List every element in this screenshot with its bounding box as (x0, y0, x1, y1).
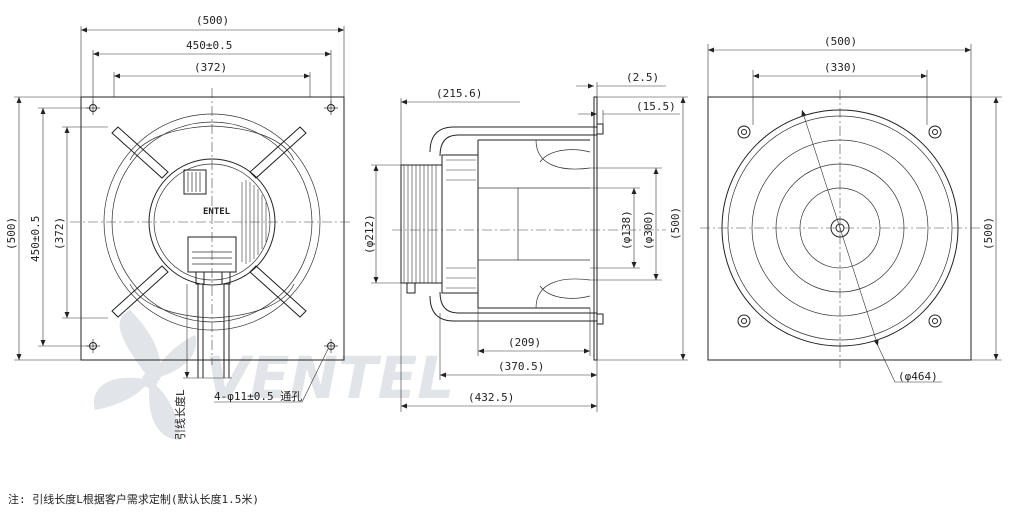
side-arm-bottom (429, 295, 597, 322)
side-right-dims: (φ138) (φ300) (500) (590, 96, 688, 361)
front-top-dims: (500) 450±0.5 (372) (80, 14, 345, 104)
dim-front-left-holes: 450±0.5 (29, 216, 42, 262)
side-bolts (596, 123, 604, 325)
front-cable-leads (195, 271, 231, 378)
side-hub (477, 187, 519, 261)
dim-front-left-outer: (500) (5, 217, 18, 250)
dim-front-top-holes: 450±0.5 (186, 39, 232, 52)
rear-right-dims: (500) (971, 96, 1002, 361)
side-flange (593, 96, 598, 361)
dim-side-height: (500) (669, 207, 682, 240)
dim-rear-top-inner: (330) (824, 61, 857, 74)
side-view: (215.6) (2.5) (15.5) (φ212) (φ138) (φ300… (363, 71, 688, 412)
rear-top-dims: (500) (330) (707, 35, 972, 125)
rear-plate (707, 96, 972, 361)
watermark: VENTEL (93, 310, 454, 440)
side-cable-gland (406, 282, 416, 294)
front-left-dims: (500) 450±0.5 (372) (5, 96, 108, 361)
side-heatsink (400, 164, 443, 284)
dim-side-370: (370.5) (498, 360, 544, 373)
rear-dia-leader: (φ464) (801, 109, 942, 383)
front-view: ENTEL (500) 450±0.5 (372) (500) (5, 14, 352, 440)
dim-side-depth-top: (215.6) (436, 87, 482, 100)
lead-length-label: 引线长度L (173, 389, 187, 440)
dim-front-left-inner: (372) (53, 217, 66, 250)
side-motor (441, 154, 479, 294)
rear-mount-holes (737, 125, 942, 328)
dim-rear-impeller-dia: (φ464) (898, 370, 938, 383)
watermark-fan-icon (93, 310, 197, 440)
side-bottom-dims: (209) (370.5) (432.5) (400, 283, 598, 412)
hole-callout-label: 4-φ11±0.5 通孔 (214, 390, 302, 403)
dim-side-209: (209) (508, 336, 541, 349)
hole-callout: 4-φ11±0.5 通孔 (214, 348, 329, 403)
dim-front-top-outer: (500) (196, 14, 229, 27)
front-plate (80, 96, 345, 361)
dim-side-432: (432.5) (468, 391, 514, 404)
dim-side-flange-offset: (15.5) (636, 100, 676, 113)
side-left-dims: (φ212) (363, 164, 401, 284)
front-mount-holes (86, 101, 338, 353)
dim-rear-top-outer: (500) (824, 35, 857, 48)
side-motor-ribs (446, 159, 476, 289)
side-impeller (477, 139, 590, 309)
dim-side-flange-thk: (2.5) (626, 71, 659, 84)
side-arm-top (429, 126, 597, 153)
rear-view: (φ464) (500) (330) (500) (700, 35, 1002, 383)
watermark-text: VENTEL (205, 344, 454, 412)
dim-front-top-inner: (372) (194, 61, 227, 74)
dim-side-inner-dia: (φ138) (620, 210, 633, 250)
dim-rear-right-outer: (500) (982, 217, 995, 250)
footnote: 注: 引线长度L根据客户需求定制(默认长度1.5米) (8, 492, 259, 506)
side-top-dims: (215.6) (2.5) (15.5) (400, 71, 680, 165)
front-terminal-block (183, 169, 207, 195)
lead-length-callout: 引线长度L (173, 284, 232, 440)
motor-logo: ENTEL (203, 207, 231, 217)
dim-side-outer-dia: (φ300) (642, 210, 655, 250)
dim-side-motor-dia: (φ212) (363, 214, 376, 254)
